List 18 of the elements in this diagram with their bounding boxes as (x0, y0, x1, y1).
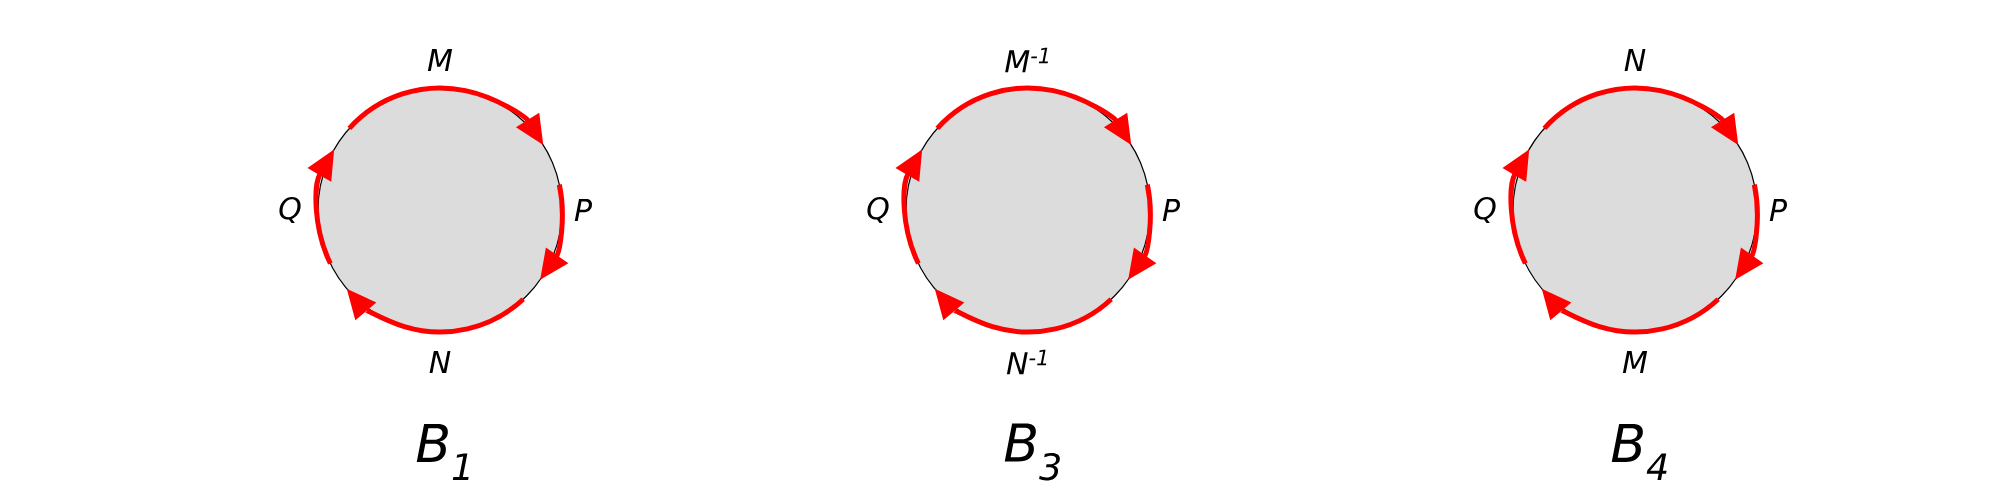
arc-label: M (427, 49, 453, 71)
arc-label: P (574, 199, 592, 221)
arc-label: P (1162, 199, 1180, 221)
disk-label: B$_{4}$ (1611, 424, 1667, 480)
arc-label: N (429, 351, 451, 373)
disk (905, 87, 1151, 333)
arc-label: N$^{-1}$ (1006, 349, 1047, 375)
disk-label: B$_{3}$ (1004, 423, 1060, 481)
arc-label: M$^{-1}$ (1005, 47, 1048, 73)
arc-label: Q (867, 196, 889, 224)
arc-label: N (1624, 49, 1646, 71)
arc-label: Q (279, 196, 301, 224)
arc-label: Q (1474, 196, 1496, 224)
arc-label: M (1622, 351, 1648, 373)
disk (317, 87, 563, 333)
arc-label: P (1769, 199, 1787, 221)
disk (1512, 87, 1758, 333)
disk-label: B$_{1}$ (416, 424, 469, 480)
